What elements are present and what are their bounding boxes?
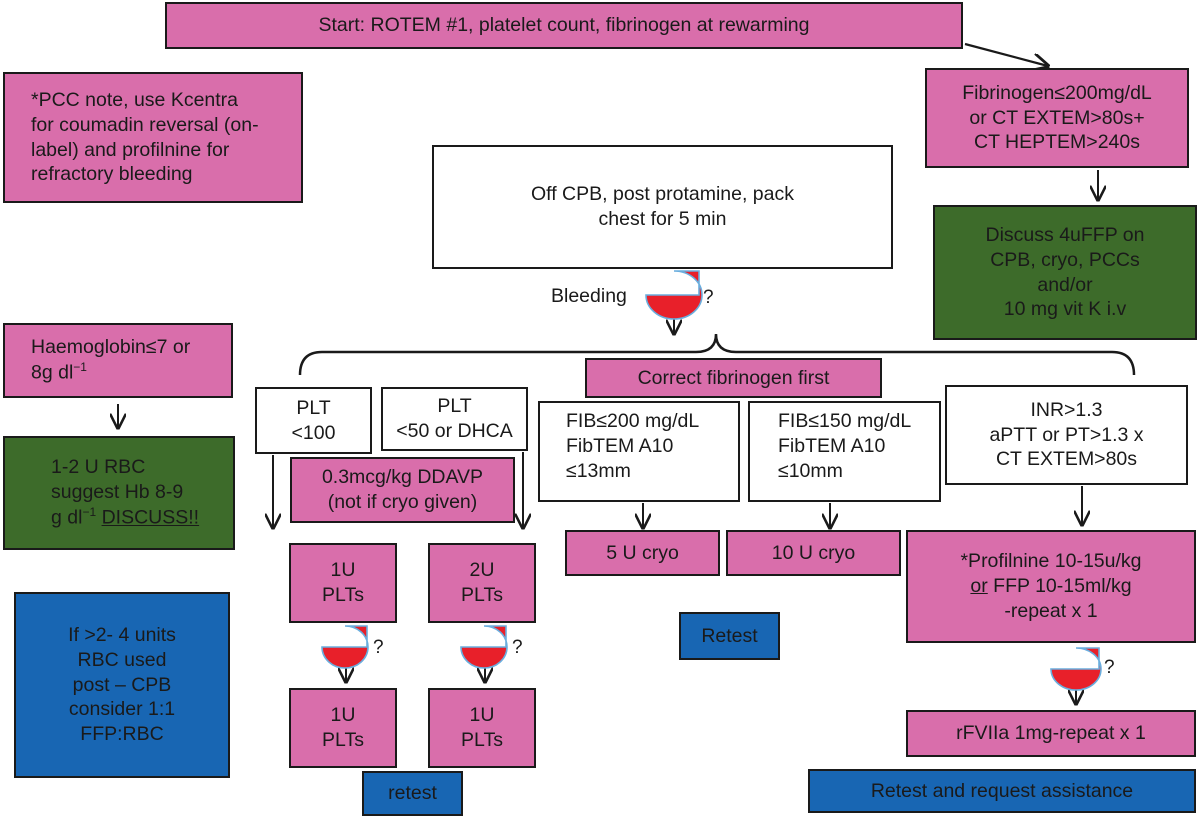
rbc-line1: 1-2 U RBC suggest Hb 8-9 g dl [51,456,184,529]
inr-box: INR>1.3 aPTT or PT>1.3 x CT EXTEM>80s [945,385,1188,485]
haemoglobin-sup: −1 [73,360,87,375]
retest-low-box: retest [362,771,463,816]
correct-fibrinogen-box: Correct fibrinogen first [585,358,882,398]
blood-drop-icon [460,625,508,669]
cryo-10-box: 10 U cryo [726,530,901,576]
rfviia-box: rFVIIa 1mg-repeat x 1 [906,710,1196,757]
arrow-start-to-fib [964,42,1048,66]
plt-50-box: PLT <50 or DHCA [381,387,528,451]
profilnine-line2: FFP 10-15ml/kg [987,575,1132,598]
profilnine-line3: -repeat x 1 [1004,599,1098,622]
profilnine-or: or [970,575,988,598]
fib-200-box: FIB≤200 mg/dL FibTEM A10 ≤13mm [538,401,740,502]
retest-assistance-text: Retest and request assistance [870,779,1134,802]
discuss-ffp-text: Discuss 4uFFP on CPB, cryo, PCCs and/or … [985,223,1145,321]
plt2-question-mark: ? [512,637,523,658]
bleeding-label: Bleeding [551,285,627,307]
blood-drop-icon [321,625,369,669]
discuss-ffp-box: Discuss 4uFFP on CPB, cryo, PCCs and/or … [933,205,1197,340]
fib-200-text: FIB≤200 mg/dL FibTEM A10 ≤13mm [566,410,700,482]
blood-drop-icon [645,270,703,320]
rbc-sup: −1 [82,505,97,520]
blood-drop-icon [1050,647,1102,691]
off-cpb-text: Off CPB, post protamine, pack chest for … [530,183,794,230]
pcc-note-text: *PCC note, use Kcentra for coumadin reve… [31,88,259,186]
rbc-box: 1-2 U RBC suggest Hb 8-9 g dl−1 DISCUSS!… [3,436,235,550]
rbc-discuss: DISCUSS!! [101,506,200,529]
ddavp-box: 0.3mcg/kg DDAVP (not if cryo given) [290,457,515,523]
start-text: Start: ROTEM #1, platelet count, fibrino… [318,14,810,37]
plt-1u-third-box: 1U PLTs [428,688,536,768]
off-cpb-box: Off CPB, post protamine, pack chest for … [432,145,893,269]
plt-100-text: PLT <100 [291,396,336,444]
ffp-rbc-ratio-text: If >2- 4 units RBC used post – CPB consi… [68,623,176,746]
retest-mid-text: Retest [701,624,758,647]
plt-1u-first-text: 1U PLTs [322,559,364,606]
fib-150-box: FIB≤150 mg/dL FibTEM A10 ≤10mm [748,401,941,502]
profilnine-question-mark: ? [1104,657,1115,678]
cryo-5-text: 5 U cryo [606,541,679,564]
cryo-5-box: 5 U cryo [565,530,720,576]
fib-150-text: FIB≤150 mg/dL FibTEM A10 ≤10mm [778,410,912,482]
correct-fibrinogen-text: Correct fibrinogen first [637,366,830,389]
fibrinogen-threshold-box: Fibrinogen≤200mg/dL or CT EXTEM>80s+ CT … [925,68,1189,168]
plt-1u-third-text: 1U PLTs [461,704,503,751]
haemoglobin-text: Haemoglobin≤7 or 8g dl−1 [31,335,190,385]
rbc-text: 1-2 U RBC suggest Hb 8-9 g dl−1 DISCUSS!… [51,455,199,530]
ddavp-text: 0.3mcg/kg DDAVP (not if cryo given) [321,466,484,513]
plt-2u-text: 2U PLTs [461,559,503,606]
bleeding-question-mark: ? [703,287,714,308]
ffp-rbc-ratio-box: If >2- 4 units RBC used post – CPB consi… [14,592,230,778]
rfviia-text: rFVIIa 1mg-repeat x 1 [956,722,1146,745]
haemoglobin-box: Haemoglobin≤7 or 8g dl−1 [3,323,233,398]
start-box: Start: ROTEM #1, platelet count, fibrino… [165,2,963,49]
plt1-question-mark: ? [373,637,384,658]
cryo-10-text: 10 U cryo [771,541,856,564]
plt-1u-first-box: 1U PLTs [289,543,397,623]
inr-text: INR>1.3 aPTT or PT>1.3 x CT EXTEM>80s [989,398,1144,471]
plt-50-text: PLT <50 or DHCA [396,395,513,442]
pcc-note-box: *PCC note, use Kcentra for coumadin reve… [3,72,303,203]
plt-1u-second-box: 1U PLTs [289,688,397,768]
retest-mid-box: Retest [679,612,780,660]
retest-low-text: retest [388,782,437,805]
plt-2u-box: 2U PLTs [428,543,536,623]
plt-100-box: PLT <100 [255,387,372,454]
retest-assistance-box: Retest and request assistance [808,769,1196,813]
profilnine-line1: *Profilnine 10-15u/kg [960,550,1142,573]
fibrinogen-threshold-text: Fibrinogen≤200mg/dL or CT EXTEM>80s+ CT … [962,81,1152,154]
haemoglobin-prefix: Haemoglobin≤7 or 8g dl [31,336,191,384]
plt-1u-second-text: 1U PLTs [322,704,364,751]
